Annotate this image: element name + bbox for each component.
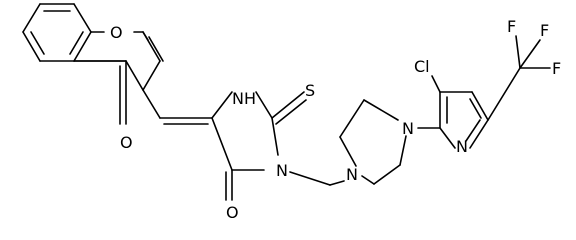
atom-s: S bbox=[305, 81, 315, 100]
atom-labels: O O NH S N O N N Cl N F F F bbox=[110, 17, 561, 220]
atom-o-chromone-ketone: O bbox=[120, 133, 133, 152]
bond bbox=[431, 75, 441, 93]
atom-f-top-left: F bbox=[507, 17, 516, 36]
bond bbox=[361, 175, 375, 185]
bond bbox=[373, 164, 401, 185]
bond-inner bbox=[465, 119, 481, 142]
bond bbox=[73, 3, 92, 33]
bond bbox=[399, 135, 407, 166]
molecule-canvas: O O NH S N O N N Cl N F F F bbox=[22, 3, 561, 220]
bond-inner bbox=[148, 36, 164, 62]
bond bbox=[469, 119, 489, 149]
bond bbox=[363, 99, 399, 121]
bond bbox=[255, 91, 273, 119]
bond bbox=[289, 171, 331, 186]
atom-o-ring: O bbox=[110, 23, 123, 42]
bond bbox=[142, 31, 161, 62]
atom-f-right: F bbox=[552, 59, 561, 78]
atom-nh: NH bbox=[232, 89, 256, 108]
bond bbox=[271, 117, 279, 156]
atom-n-pyridine: N bbox=[456, 137, 468, 156]
bond bbox=[471, 91, 489, 121]
bond bbox=[22, 31, 41, 62]
atom-cl: Cl bbox=[414, 57, 430, 76]
atom-n-imidazolidine: N bbox=[276, 161, 288, 180]
bond bbox=[339, 136, 357, 167]
bond bbox=[125, 60, 144, 91]
bond bbox=[487, 67, 521, 121]
atom-n-piperazine-left: N bbox=[346, 165, 358, 184]
bond-inner bbox=[30, 31, 45, 55]
bond-inner bbox=[69, 31, 84, 55]
bond bbox=[329, 180, 345, 186]
atom-o-imidazolidine-ketone: O bbox=[226, 203, 239, 220]
bonds bbox=[22, 3, 551, 201]
bond bbox=[142, 89, 161, 119]
bond bbox=[22, 3, 41, 33]
bond bbox=[211, 91, 233, 119]
atom-n-piperazine-right: N bbox=[402, 119, 414, 138]
bond bbox=[439, 127, 456, 149]
structure-drawing: O O NH S N O N N Cl N F F F bbox=[22, 3, 561, 220]
bond bbox=[211, 117, 233, 171]
bond-inner bbox=[275, 99, 307, 125]
bond bbox=[142, 60, 161, 91]
bond bbox=[515, 35, 521, 69]
bond-inner bbox=[469, 98, 482, 119]
bond bbox=[519, 39, 541, 69]
bond bbox=[271, 91, 305, 119]
bond bbox=[73, 31, 92, 62]
bond bbox=[339, 99, 365, 138]
atom-f-top-right: F bbox=[540, 21, 549, 40]
